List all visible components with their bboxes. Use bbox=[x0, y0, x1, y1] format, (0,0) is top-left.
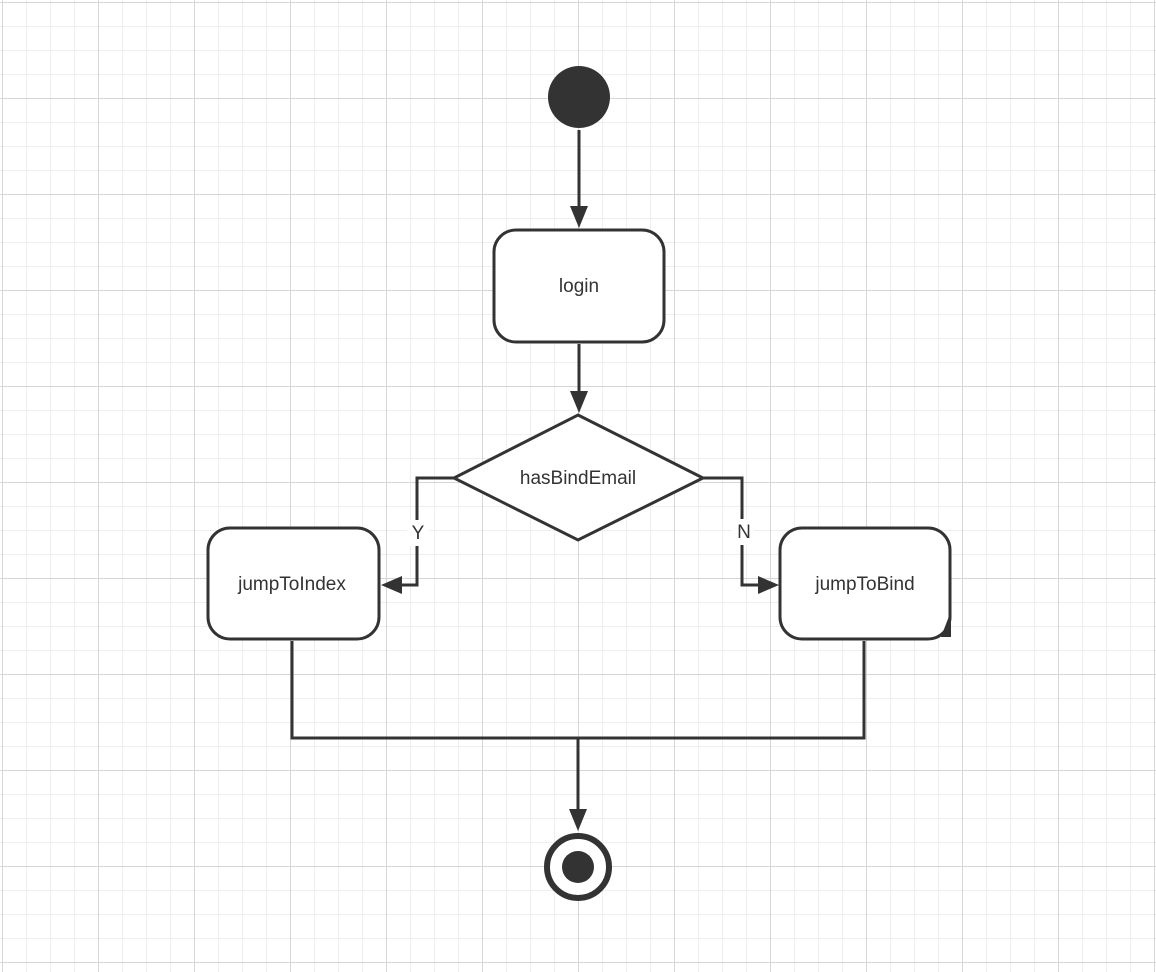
jump-to-bind-label: jumpToBind bbox=[814, 574, 914, 595]
jump-to-index-label: jumpToIndex bbox=[237, 574, 346, 595]
resize-handle-icon[interactable] bbox=[941, 611, 951, 637]
jump-to-bind-box bbox=[778, 526, 952, 641]
yes-edge-label: Y bbox=[412, 523, 425, 544]
jump-to-bind-node[interactable]: jumpToBind bbox=[778, 526, 952, 641]
jump-to-index-node[interactable]: jumpToIndex bbox=[206, 526, 381, 641]
edge-merge bbox=[290, 641, 866, 740]
arrowhead-login-to-decision bbox=[570, 391, 588, 413]
login-node-box bbox=[492, 228, 666, 344]
arrowhead-start-to-login bbox=[570, 206, 588, 228]
no-label-bg bbox=[732, 519, 754, 545]
jump-to-index-box bbox=[206, 526, 381, 641]
decision-node[interactable]: hasBindEmail bbox=[450, 413, 707, 542]
decision-node-diamond bbox=[450, 413, 707, 542]
no-edge-label: N bbox=[737, 522, 751, 543]
start-node[interactable] bbox=[548, 66, 610, 128]
yes-label-bg bbox=[407, 520, 429, 546]
arrowhead-merge-to-end bbox=[569, 809, 587, 831]
arrowhead-decision-to-bind bbox=[758, 576, 779, 594]
end-node-dot bbox=[562, 851, 594, 883]
end-node[interactable] bbox=[544, 833, 612, 901]
decision-node-label: hasBindEmail bbox=[520, 468, 636, 489]
arrowhead-decision-to-index bbox=[381, 576, 402, 594]
login-node[interactable]: login bbox=[492, 228, 666, 344]
login-node-label: login bbox=[559, 276, 599, 297]
